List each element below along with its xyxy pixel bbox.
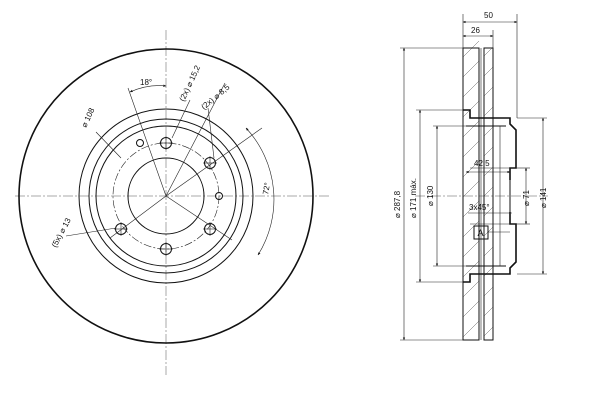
label-outer-diameter: ⌀ 287,8 [393, 190, 402, 218]
label-flange-thickness: 26 [471, 26, 480, 35]
angle-arc-18 [129, 84, 167, 93]
label-bolt-circle: ⌀ 108 [80, 106, 97, 129]
hub-profile-bottom [463, 212, 517, 283]
right-friction-wall [483, 46, 494, 341]
left-friction-wall [462, 40, 480, 341]
label-depth: 42,5 [474, 159, 490, 168]
hub-outer-edge [88, 118, 244, 274]
label-diameter-71: ⌀ 71 [522, 190, 531, 206]
angle-arc-72 [245, 127, 275, 256]
front-view: 18° ⌀ 108 (2x) ⌀ 15,2 (2x) ⌀ 8,5 (5x) ⌀ … [15, 30, 330, 375]
datum-box [473, 225, 489, 240]
label-overall-thickness: 50 [484, 11, 493, 20]
label-diameter-141: ⌀ 141 [539, 187, 548, 208]
label-holes-large: (2x) ⌀ 15,2 [178, 64, 203, 103]
center-bore [127, 157, 205, 235]
leader-holes-small [207, 107, 215, 159]
hub-face-edge [95, 125, 237, 267]
leader-holes-large [171, 99, 191, 139]
label-datum: A [478, 228, 484, 238]
label-chamfer: 3x45° [469, 203, 490, 212]
radial-construction-lines [109, 82, 263, 241]
label-diameter-130: ⌀ 130 [426, 185, 435, 206]
section-view: 50 26 ⌀ 287,8 ⌀ 171 máx. ⌀ 130 42,5 ⌀ 71… [393, 11, 548, 341]
small-hole-right [215, 192, 223, 200]
small-hole-upper-left [136, 139, 144, 147]
label-angle-side: 72° [261, 182, 272, 195]
hub-profile-top [463, 109, 517, 180]
leader-holes-threaded [65, 227, 117, 237]
label-holes-small: (2x) ⌀ 8,5 [200, 82, 232, 111]
label-holes-threaded: (5x) ⌀ 13 [50, 216, 73, 249]
disc-outer-edge [18, 48, 314, 344]
label-max-diameter: ⌀ 171 máx. [409, 178, 418, 218]
label-angle-top: 18° [140, 78, 152, 87]
leader-bolt-circle [95, 131, 122, 159]
hole-center-marks [114, 136, 217, 256]
